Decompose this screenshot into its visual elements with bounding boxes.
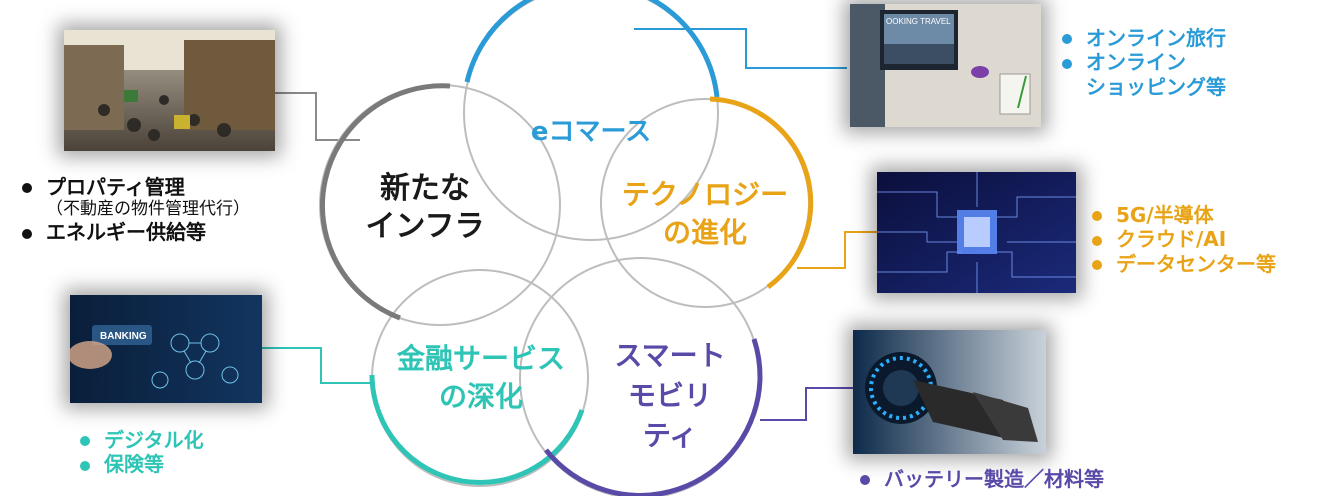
- mobility-bullet-1: バッテリー製造／材料等: [856, 467, 1104, 491]
- circle-label-technology: テクノロジー の進化: [610, 176, 800, 252]
- circle-label-infra-line2: インフラ: [365, 209, 485, 244]
- infra-bullet-1-sub: （不動産の物件管理代行）: [46, 199, 250, 220]
- circle-arc-ecommerce: [464, 0, 720, 98]
- circle-label-finance-line2: の深化: [438, 380, 523, 413]
- banking-photo: BANKING: [70, 295, 262, 403]
- circle-label-finance-line1: 金融サービス: [396, 342, 565, 375]
- circle-arc-mobility: [544, 377, 763, 496]
- infra-bullet-list: プロパティ管理 （不動産の物件管理代行） エネルギー供給等: [18, 175, 250, 245]
- circle-label-infra-line1: 新たな: [380, 171, 470, 206]
- circle-label-mobility-line1: スマート: [614, 339, 726, 372]
- circle-label-mobility-line3: ティ: [642, 419, 698, 452]
- finance-bullet-list: デジタル化 保険等: [76, 428, 204, 477]
- infra-bullet-2: エネルギー供給等: [18, 220, 250, 244]
- connector-mobility: [760, 387, 853, 421]
- circle-label-ecommerce: eコマース: [530, 117, 652, 147]
- circle-label-technology-line2: の進化: [662, 216, 747, 249]
- technology-bullet-3: データセンター等: [1088, 252, 1276, 276]
- circle-arc-infra: [319, 83, 451, 321]
- finance-bullet-1: デジタル化: [76, 428, 204, 452]
- circle-label-technology-line1: テクノロジー: [621, 178, 789, 211]
- banking-label-text: BANKING: [100, 331, 147, 342]
- street-photo: [64, 30, 275, 151]
- ecommerce-bullet-list: オンライン旅行 オンライン ショッピング等: [1058, 26, 1226, 99]
- ecommerce-bullet-2: オンライン: [1058, 50, 1226, 74]
- circle-label-finance: 金融サービス の深化: [378, 340, 584, 416]
- laptop-photo: OOKING TRAVEL: [850, 4, 1041, 127]
- technology-bullet-list: 5G/半導体 クラウド/AI データセンター等: [1088, 203, 1276, 276]
- circle-arc-mobility-top: [751, 338, 763, 379]
- ecommerce-bullet-2-cont: ショッピング等: [1086, 74, 1226, 99]
- circle-label-mobility: スマート モビリ ティ: [600, 336, 740, 456]
- circle-label-mobility-line2: モビリ: [627, 379, 712, 412]
- connector-ecommerce: [634, 28, 847, 69]
- circle-label-infra: 新たな インフラ: [350, 170, 500, 246]
- mobility-bullet-list: バッテリー製造／材料等: [856, 467, 1104, 491]
- circle-arc-finance: [369, 374, 585, 485]
- ev-charger-photo: [853, 330, 1046, 454]
- finance-bullet-2: 保険等: [76, 452, 204, 476]
- infra-bullet-1: プロパティ管理: [18, 175, 250, 199]
- connector-technology: [797, 231, 877, 269]
- circuit-photo: [877, 172, 1076, 293]
- technology-bullet-1: 5G/半導体: [1088, 203, 1276, 227]
- technology-bullet-2: クラウド/AI: [1088, 227, 1276, 251]
- connector-finance: [262, 347, 372, 384]
- ecommerce-bullet-1: オンライン旅行: [1058, 26, 1226, 50]
- travel-sign-text: OOKING TRAVEL: [886, 17, 951, 26]
- circle-arc-technology: [709, 96, 814, 290]
